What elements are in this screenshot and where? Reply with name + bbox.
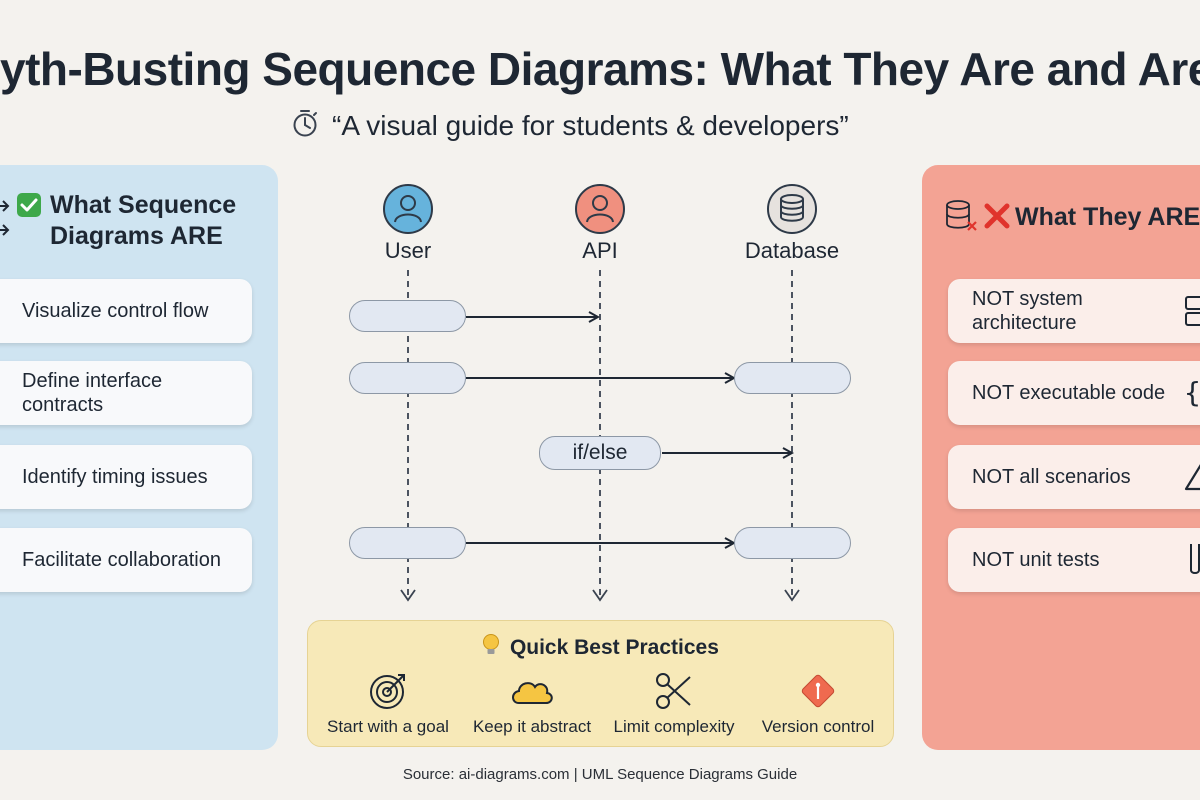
activation-bar <box>349 527 466 559</box>
list-item-label: NOT system architecture <box>972 287 1083 335</box>
best-practice-label: Limit complexity <box>613 717 735 736</box>
activation-bar <box>734 527 851 559</box>
list-item-label: NOT unit tests <box>972 549 1100 571</box>
cloud-icon <box>509 671 555 716</box>
left-panel-heading-line1: What Sequence <box>50 191 237 219</box>
subtitle: “A visual guide for students & developer… <box>290 106 849 146</box>
test-tube-icon <box>1188 542 1200 581</box>
right-panel-heading: What They AREN <box>1015 203 1200 231</box>
best-practices-title-text: Quick Best Practices <box>509 636 719 659</box>
condition-pill: if/else <box>539 436 661 470</box>
activation-bar <box>734 362 851 394</box>
server-icon <box>1184 295 1200 332</box>
list-item: Facilitate collaboration <box>0 528 252 592</box>
check-icon <box>16 192 42 223</box>
best-practice-item: Start with a goal <box>318 671 458 736</box>
lifeline-end-arrow <box>400 589 416 602</box>
page-title: yth-Busting Sequence Diagrams: What They… <box>0 43 1200 95</box>
arrow-icon <box>0 196 18 247</box>
list-item-label-line2: architecture <box>972 312 1077 334</box>
list-item: NOT unit tests <box>948 528 1200 592</box>
api-user-icon <box>574 183 626 240</box>
list-item: NOT all scenarios <box>948 445 1200 509</box>
best-practices-title: Quick Best Practices <box>308 633 893 663</box>
code-braces-icon: { <box>1184 376 1200 409</box>
list-item-label: NOT executable code <box>972 382 1166 404</box>
warning-icon <box>1184 461 1200 496</box>
stopwatch-icon <box>290 108 320 145</box>
list-item-label: Define interface contracts <box>22 369 162 417</box>
lifeline-end-arrow <box>592 589 608 602</box>
cross-icon <box>983 202 1011 235</box>
list-item: NOT executable code { <box>948 361 1200 425</box>
list-item-label: Visualize control flow <box>22 300 209 322</box>
list-item-label-line1: NOT system <box>972 288 1083 310</box>
best-practice-item: Version control <box>748 671 888 736</box>
lightbulb-icon <box>482 633 500 663</box>
best-practice-item: Limit complexity <box>604 671 744 736</box>
user-icon <box>382 183 434 240</box>
activation-bar <box>349 300 466 332</box>
list-item-label-line1: Define interface <box>22 370 163 392</box>
source-footer: Source: ai-diagrams.com | UML Sequence D… <box>402 766 798 783</box>
target-icon <box>368 671 408 716</box>
activation-bar <box>349 362 466 394</box>
left-panel-heading-line2: Diagrams ARE <box>50 222 223 250</box>
best-practice-label: Keep it abstract <box>472 717 592 736</box>
list-item: Visualize control flow <box>0 279 252 343</box>
scissors-icon <box>654 671 694 716</box>
list-item-label: Facilitate collaboration <box>22 549 221 571</box>
git-icon <box>798 671 838 716</box>
list-item-label-line2: contracts <box>22 394 104 416</box>
database-crossed-icon <box>944 198 980 237</box>
best-practice-label: Version control <box>761 717 875 736</box>
best-practice-label: Start with a goal <box>327 717 449 736</box>
best-practice-item: Keep it abstract <box>462 671 602 736</box>
lifeline-end-arrow <box>784 589 800 602</box>
lifeline-label-database: Database <box>744 238 840 263</box>
subtitle-text: “A visual guide for students & developer… <box>332 110 849 141</box>
list-item-label: NOT all scenarios <box>972 466 1131 488</box>
list-item-label: Identify timing issues <box>22 466 208 488</box>
list-item: Define interface contracts <box>0 361 252 425</box>
list-item: Identify timing issues <box>0 445 252 509</box>
lifeline-label-api: API <box>582 238 618 263</box>
list-item: NOT system architecture <box>948 279 1200 343</box>
database-icon <box>766 183 818 240</box>
lifeline-label-user: User <box>384 238 432 263</box>
best-practices-box: Quick Best Practices Start with a goal K… <box>307 620 894 747</box>
